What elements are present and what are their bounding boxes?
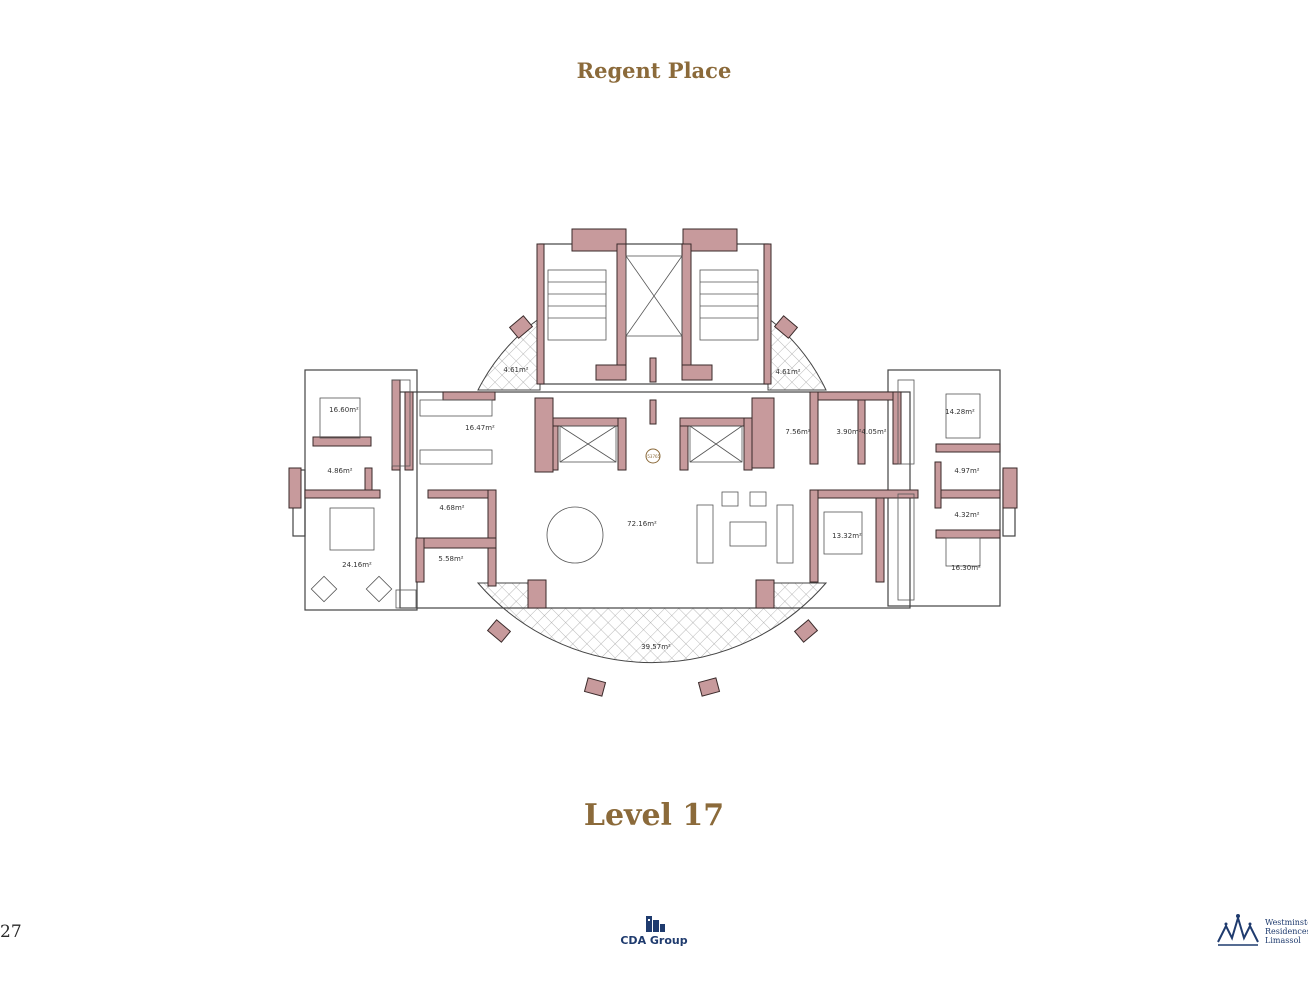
plan-outlines [292,243,1016,611]
westminster-line3: Limassol [1265,936,1301,945]
westminster-logo-text: Westminster Residences Limassol [1265,918,1308,945]
area-kitchen: 16.47m² [465,424,495,432]
westminster-crown-icon [1217,914,1259,946]
terrace-top-left-hatch [477,317,541,391]
level-title: Level 17 [583,798,725,833]
area-closet-left: 5.58m² [438,555,463,563]
area-bedroom-right-top: 14.28m² [945,408,975,416]
level-marker-label: -53765 [646,454,661,459]
page-title: Regent Place [576,58,732,83]
area-living: 72.16m² [627,520,657,528]
area-bath-right-b: 4.32m² [954,511,979,519]
westminster-line1: Westminster [1265,918,1308,927]
area-bedroom-center: 13.32m² [832,532,862,540]
area-bedroom-right-bottom: 16.30m² [951,564,981,572]
area-bath-center-b: 4.05m² [861,428,886,436]
area-terrace-top-left: 4.61m² [503,366,528,374]
area-wc-left: 4.68m² [439,504,464,512]
area-bath-left: 4.86m² [327,467,352,475]
cda-building-icon [646,916,665,932]
westminster-line2: Residences [1265,927,1308,936]
structural-walls [288,228,1018,697]
area-bath-right-a: 4.97m² [954,467,979,475]
area-bedroom-left-top: 16.60m² [329,406,359,414]
cda-logo-text: CDA Group [620,934,688,947]
area-bath-center-a: 3.90m² [836,428,861,436]
area-terrace-top-right: 4.61m² [775,368,800,376]
area-study: 7.56m² [785,428,810,436]
page-number: 27 [0,922,22,942]
level-marker-icon [645,448,661,464]
terrace-bottom-hatch [476,582,828,664]
furniture-linework [310,255,981,609]
area-terrace-bottom: 39.57m² [641,643,671,651]
area-bedroom-left-main: 24.16m² [342,561,372,569]
